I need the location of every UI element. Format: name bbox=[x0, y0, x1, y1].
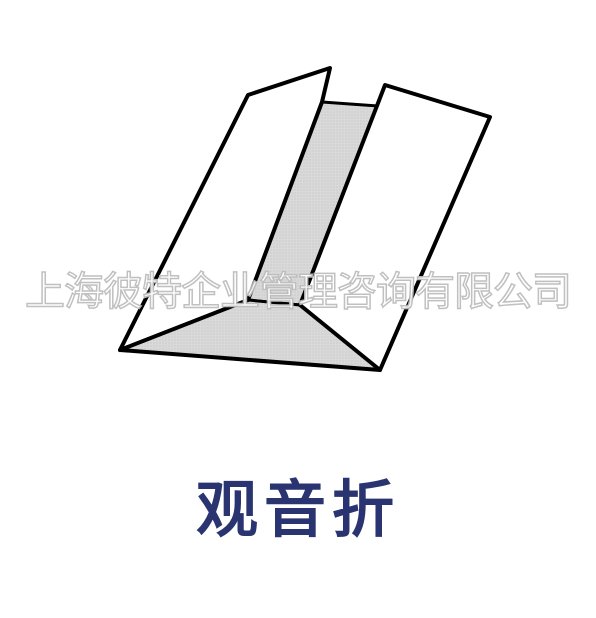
watermark-text: 上海彼特企业管理咨询有限公司 bbox=[24, 268, 573, 316]
fold-caption: 观音折 bbox=[195, 473, 400, 546]
gate-fold-illustration bbox=[118, 66, 492, 372]
right-flap bbox=[298, 83, 492, 372]
bottom-edge bbox=[118, 348, 382, 372]
left-flap bbox=[118, 66, 332, 352]
